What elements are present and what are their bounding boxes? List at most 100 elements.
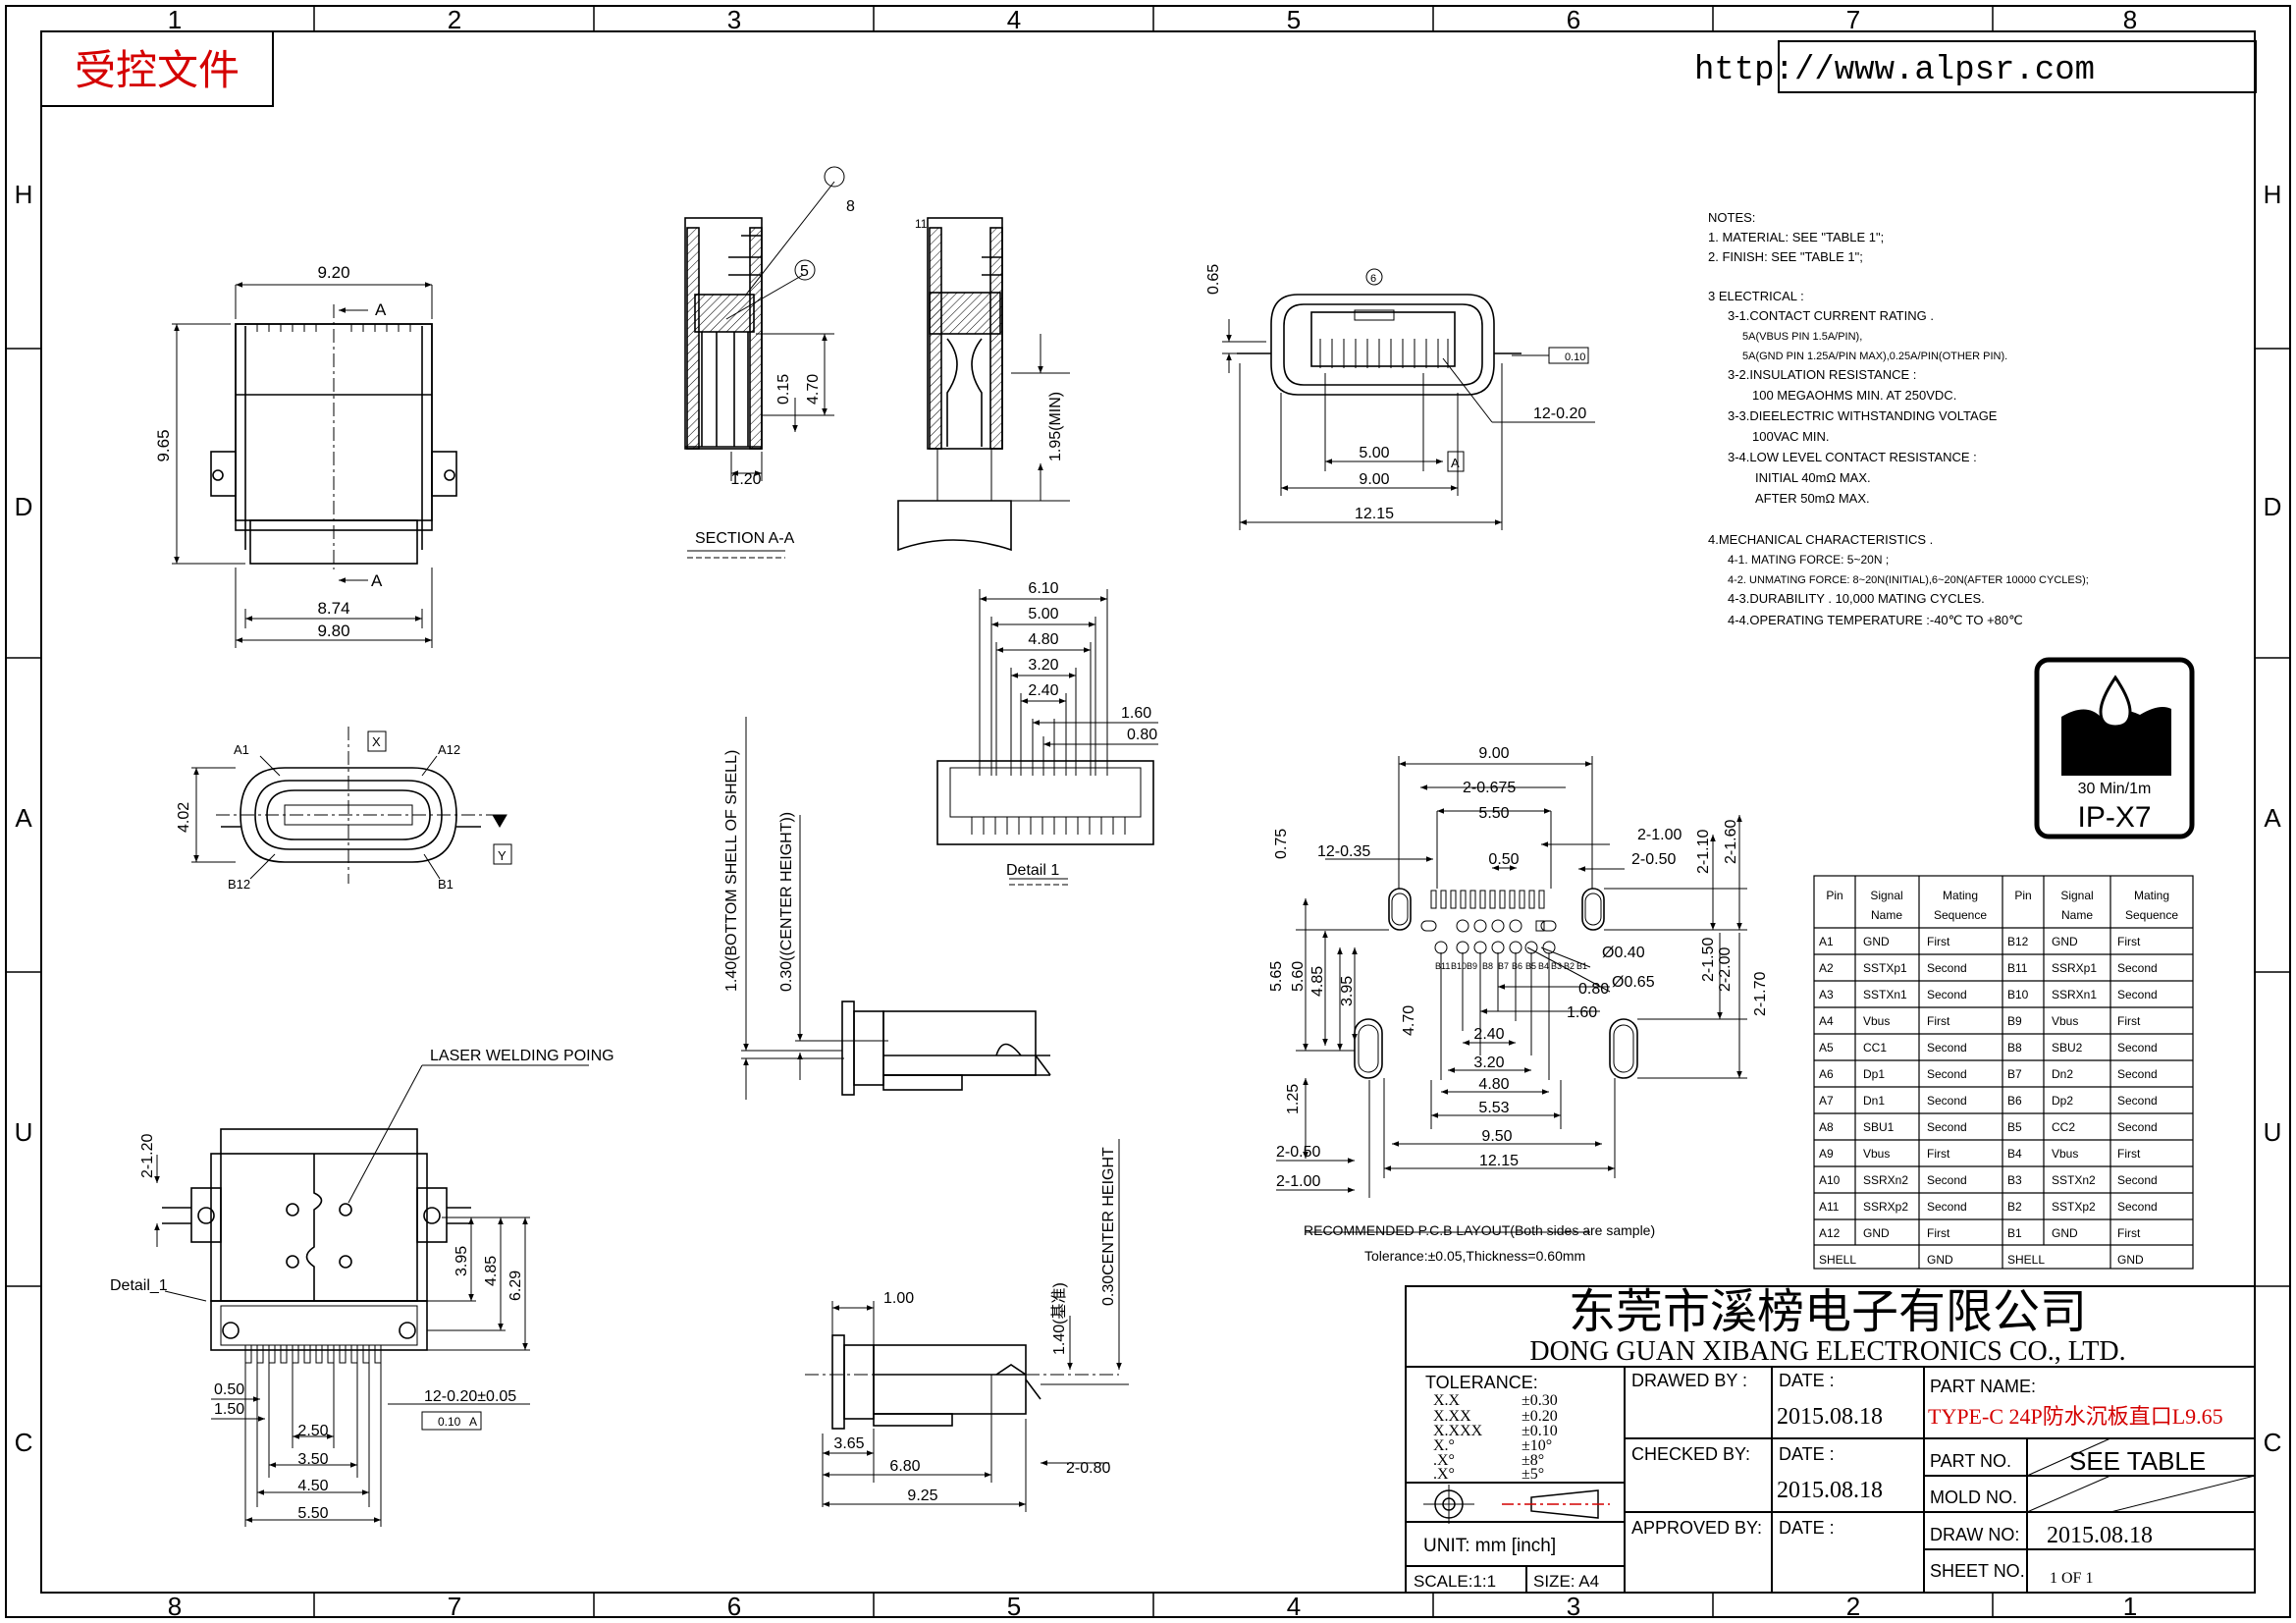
pcb-layout: [1276, 756, 1747, 1233]
dim-075: 0.75: [1273, 829, 1290, 859]
table-cell: Second: [2117, 1173, 2158, 1187]
zone-col-bottom: 3: [1567, 1592, 1580, 1621]
table-cell: B3: [2007, 1173, 2022, 1187]
date-label-2: DATE :: [1779, 1444, 1835, 1464]
unit-label: UNIT: mm [inch]: [1423, 1536, 1556, 1556]
draw-no: 2015.08.18: [2047, 1523, 2153, 1548]
zone-ticks: [6, 6, 2290, 1617]
drawed-date: 2015.08.18: [1777, 1404, 1883, 1430]
table-cell: Second: [1927, 1200, 1967, 1214]
balloon-5: 5: [800, 263, 809, 280]
dim-080: 0.80: [1578, 981, 1609, 998]
tol-010: 0.10: [1565, 352, 1585, 363]
controlled-doc-stamp-box: [40, 30, 274, 107]
table-cell: SSTXp1: [1863, 961, 1907, 975]
table-header: Mating: [2134, 889, 2169, 902]
pad-label: B11: [1435, 961, 1450, 971]
table-header: Name: [1871, 908, 1902, 922]
table-cell: Second: [1927, 1041, 1967, 1055]
laser-welding-label: LASER WELDING POING: [430, 1048, 614, 1064]
table-cell: GND: [2117, 1253, 2144, 1267]
title-block-text: 东莞市溪榜电子有限公司 DONG GUAN XIBANG ELECTRONICS…: [1414, 1286, 2223, 1591]
dim-480: 4.80: [1478, 1076, 1509, 1093]
dim-395: 3.95: [454, 1246, 470, 1276]
zone-row-left: U: [15, 1117, 33, 1147]
dim-500: 5.00: [1028, 606, 1058, 622]
tol-key: X.XX: [1433, 1408, 1471, 1425]
table-cell: Second: [1927, 1173, 1967, 1187]
face-view: [191, 727, 512, 884]
outer-frame: [5, 5, 2291, 1618]
table-cell: A12: [1819, 1226, 1841, 1240]
pad-label: B9: [1467, 961, 1477, 971]
dim-015: 0.15: [775, 374, 792, 405]
datum-y: Y: [498, 848, 507, 863]
dim-560: 5.60: [1290, 961, 1307, 992]
table-cell: B9: [2007, 1014, 2022, 1028]
pin-b1-label: B1: [438, 877, 454, 892]
dim-2-100-b: 2-1.00: [1276, 1173, 1320, 1190]
note-line: 3-4.LOW LEVEL CONTACT RESISTANCE :: [1728, 450, 1977, 464]
dim-030-center: 0.30CENTER HEIGHT: [1100, 1147, 1117, 1306]
table-cell: A6: [1819, 1067, 1834, 1081]
dim-2-120: 2-1.20: [139, 1134, 156, 1178]
draw-no-label: DRAW NO:: [1930, 1525, 2019, 1544]
table-cell: Second: [1927, 988, 1967, 1001]
dim-12-020: 12-0.20: [1533, 406, 1586, 422]
pin-b12-label: B12: [228, 877, 250, 892]
tol-key: X.X: [1433, 1392, 1461, 1409]
note-line: 2. FINISH: SEE "TABLE 1";: [1708, 249, 1863, 264]
zone-col-bottom: 8: [168, 1592, 182, 1621]
zone-col-bottom: 1: [2123, 1592, 2137, 1621]
table-cell: GND: [1863, 935, 1890, 948]
table-cell: Dn1: [1863, 1094, 1885, 1108]
table-cell: A3: [1819, 988, 1834, 1001]
pcb-tolerance: Tolerance:±0.05,Thickness=0.60mm: [1364, 1248, 1585, 1264]
section-b-view: [897, 217, 1070, 552]
part-no: SEE TABLE: [2069, 1446, 2206, 1476]
dim-550: 5.50: [1478, 805, 1509, 822]
table-cell: Vbus: [1863, 1147, 1890, 1161]
zone-row-left: C: [15, 1428, 33, 1457]
dim-250: 2.50: [297, 1423, 328, 1439]
zone-col-bottom: 5: [1007, 1592, 1021, 1621]
dim-2-050: 2-0.50: [1631, 851, 1676, 868]
dim-925: 9.25: [907, 1488, 937, 1504]
dim-125: 1.25: [1285, 1084, 1302, 1114]
dim-1215: 12.15: [1479, 1153, 1519, 1169]
table-header: Mating: [1943, 889, 1978, 902]
dim-080: 0.80: [1127, 727, 1157, 743]
tol-value: ±10°: [1522, 1437, 1552, 1454]
dim-2-110: 2-1.10: [1695, 830, 1712, 874]
dim-320: 3.20: [1028, 657, 1058, 674]
checked-by-label: CHECKED BY:: [1631, 1444, 1750, 1464]
zone-row-right: D: [2264, 492, 2282, 521]
controlled-doc-stamp: 受控文件: [75, 48, 240, 94]
dim-470: 4.70: [805, 374, 822, 405]
dim-629: 6.29: [507, 1271, 524, 1301]
tol-value: ±5°: [1522, 1466, 1544, 1483]
zone-row-left: D: [15, 492, 33, 521]
table-cell: SSRXp2: [1863, 1200, 1908, 1214]
water-drop-icon: [2099, 675, 2132, 729]
lower-side-view: [805, 1139, 1129, 1512]
note-line: 5A(VBUS PIN 1.5A/PIN),: [1742, 331, 1862, 343]
pad-label: B3: [1551, 961, 1562, 971]
dim-065: 0.65: [1205, 264, 1222, 295]
note-line: 100 MEGAOHMS MIN. AT 250VDC.: [1752, 388, 1956, 403]
approved-by-label: APPROVED BY:: [1631, 1518, 1762, 1538]
dim-120: 1.20: [730, 471, 761, 488]
table-cell: B1: [2007, 1226, 2022, 1240]
table-header: Pin: [1826, 889, 1842, 902]
zone-col-top: 8: [2123, 5, 2137, 34]
dim-195: 1.95(MIN): [1047, 392, 1064, 461]
table-cell: Vbus: [1863, 1014, 1890, 1028]
zone-col-bottom: 4: [1287, 1592, 1301, 1621]
pad-label: B7: [1498, 961, 1509, 971]
dim-470: 4.70: [1401, 1005, 1417, 1036]
table-cell: SBU2: [2052, 1041, 2083, 1055]
table-cell: First: [2117, 1147, 2141, 1161]
part-name: TYPE-C 24P防水沉板直口L9.65: [1928, 1404, 2223, 1429]
table-cell: GND: [1927, 1253, 1953, 1267]
dim-050: 0.50: [1488, 851, 1519, 868]
